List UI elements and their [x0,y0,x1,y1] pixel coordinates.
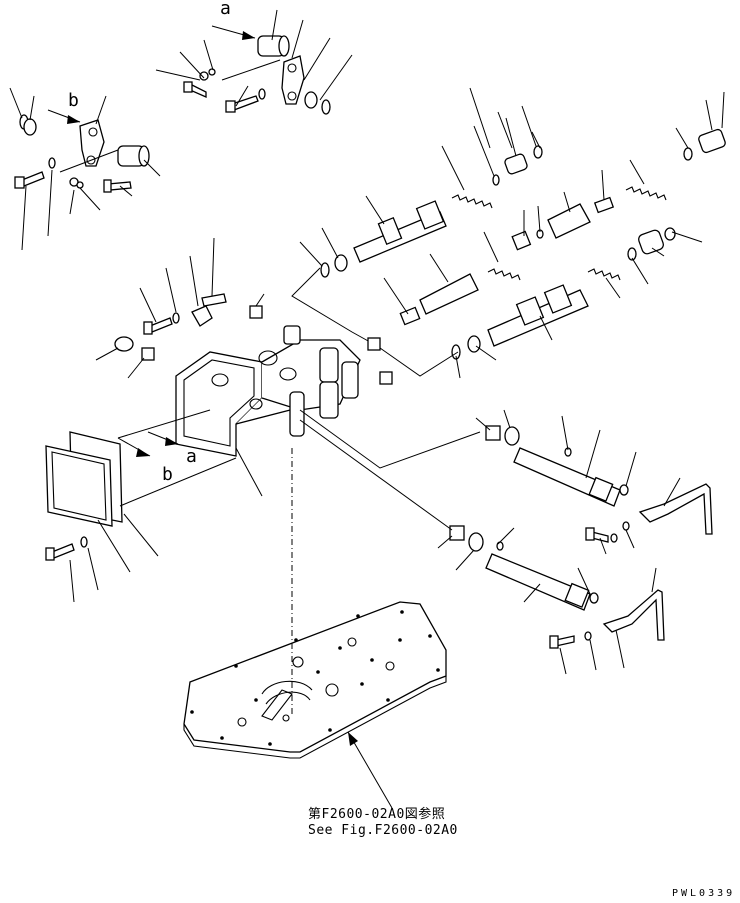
bolt-part [231,95,259,111]
reference-text-en: See Fig.F2600-02A0 [308,823,458,838]
spool-part [419,273,479,315]
reference-caption: 第F2600-02A0図参照 See Fig.F2600-02A0 [308,806,458,838]
spring-part [487,268,521,281]
valve-body: b a [117,293,393,497]
drawing-code: PWL0339 [672,888,735,899]
bracket-part [191,305,213,327]
bolt-part [149,317,173,333]
right-shaft-assembly [299,409,713,675]
plug-part [249,305,263,319]
left-fasteners [95,237,227,379]
cover-plate [45,445,113,527]
plug-part [367,337,381,351]
view-label-a-body: a [186,446,197,467]
plug-part [504,153,528,175]
view-label-b-top: b [68,90,79,111]
plug-part [638,229,664,255]
lever-arm [602,589,665,641]
plug-part [698,128,726,154]
separator-plate [183,448,447,809]
view-label-a-top: a [220,0,231,19]
lever-part [79,119,105,167]
reference-text-ja: 第F2600-02A0図参照 [308,806,445,822]
lever-arm [638,483,713,535]
plug-part [141,347,155,361]
view-label-b-body: b [162,464,173,485]
bolt-part [555,635,575,647]
shaft-part [485,553,591,611]
upper-spool-assembly [291,105,543,343]
view-b-linkage: b [9,87,161,251]
lever-part [281,55,305,105]
plug-part [379,371,393,385]
middle-spool-assembly [379,87,726,379]
bushing-part [449,525,465,541]
plug-part [114,336,134,352]
spring-part [587,268,621,281]
view-a-linkage: a [155,0,353,115]
spring-part [625,186,667,201]
cover-assembly [45,431,237,603]
spring-part [451,194,493,209]
bolt-part [51,543,75,559]
bolt-part [21,171,45,187]
